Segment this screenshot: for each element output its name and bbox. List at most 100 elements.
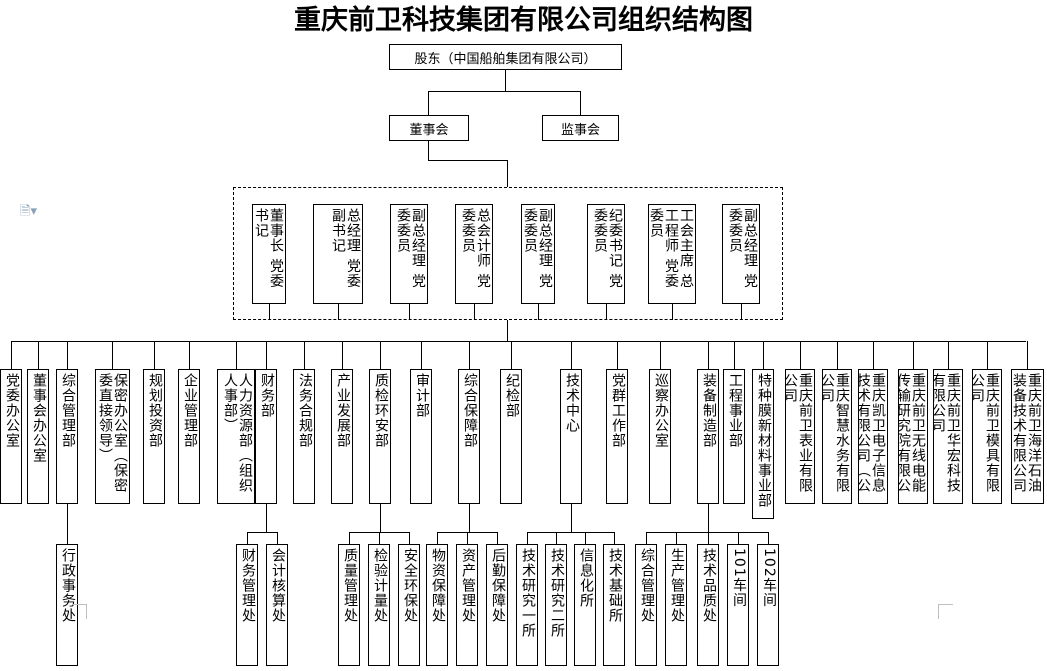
department-box: 质检环安部 bbox=[369, 369, 391, 504]
leader-box-label: 总会计师 党委委员 bbox=[460, 208, 491, 289]
department-box-label: 工程事业部 bbox=[727, 373, 743, 448]
department-box: 人力资源部（组织人事部） bbox=[217, 369, 255, 504]
connector-line bbox=[734, 341, 735, 369]
leader-box: 董事长 党委书记 bbox=[252, 204, 286, 304]
connector-line bbox=[527, 532, 615, 533]
department-box: 重庆前卫华宏科技有限公司 bbox=[933, 369, 963, 504]
document-icon: 🗎▾ bbox=[20, 204, 37, 219]
department-box: 重庆凯卫电子信息技术有限公司（公司托管） bbox=[858, 369, 888, 504]
connector-line bbox=[11, 341, 12, 369]
connector-line bbox=[580, 91, 581, 115]
sub-unit-box-label: 技术研究二所 bbox=[549, 548, 565, 638]
connector-line bbox=[380, 341, 381, 369]
connector-line bbox=[800, 341, 801, 369]
department-box-label: 保密办公室（保密委直接领导） bbox=[97, 373, 128, 493]
sub-unit-box: 技术研究一所 bbox=[516, 544, 538, 666]
department-box-label: 党群工作部 bbox=[610, 373, 626, 448]
connector-line bbox=[154, 341, 155, 369]
connector-line bbox=[676, 532, 677, 544]
leader-box: 总经理 党委副书记 bbox=[313, 204, 363, 304]
department-box-label: 重庆智慧水务有限公司 bbox=[822, 373, 850, 493]
department-box: 装备制造部 bbox=[697, 369, 719, 504]
connector-line bbox=[469, 504, 470, 532]
sub-unit-box-label: 技术品质处 bbox=[701, 548, 717, 623]
department-box: 法务合规部 bbox=[293, 369, 315, 504]
connector-line bbox=[708, 504, 709, 532]
connector-line bbox=[428, 141, 429, 161]
leader-box: 副总经理 党委委员 bbox=[390, 204, 428, 304]
department-box-label: 综合管理部 bbox=[60, 373, 76, 448]
sub-unit-box: 财务管理处 bbox=[236, 544, 258, 666]
sub-unit-box-label: 资产管理处 bbox=[460, 548, 476, 623]
department-box-label: 人力资源部（组织人事部） bbox=[222, 373, 253, 493]
connector-line bbox=[338, 304, 339, 320]
connector-line bbox=[1027, 341, 1028, 369]
leader-box-label: 纪委书记 党委委员 bbox=[592, 208, 623, 289]
sub-unit-box: 安全环保处 bbox=[398, 544, 420, 666]
sub-unit-box-label: 技术研究一所 bbox=[520, 548, 536, 638]
leader-box: 纪委书记 党委委员 bbox=[587, 204, 625, 304]
connector-line bbox=[421, 341, 422, 369]
connector-line bbox=[342, 341, 343, 369]
leader-box-label: 工会主席 总工程师 党委委员 bbox=[648, 208, 694, 289]
connector-line bbox=[67, 520, 68, 544]
connector-line bbox=[38, 341, 39, 369]
sub-unit-box: 102车间 bbox=[757, 544, 779, 666]
sub-unit-box-label: 物资保障处 bbox=[430, 548, 446, 623]
connector-line bbox=[304, 341, 305, 369]
connector-line bbox=[11, 341, 1026, 342]
department-box-label: 巡察办公室 bbox=[653, 373, 669, 448]
department-box-label: 重庆前卫模具有限公司 bbox=[972, 373, 1000, 493]
connector-line bbox=[236, 341, 237, 369]
leader-box-label: 总经理 党委副书记 bbox=[330, 208, 361, 289]
connector-line bbox=[409, 532, 410, 544]
connector-line bbox=[646, 532, 769, 533]
leader-box: 总会计师 党委委员 bbox=[455, 204, 493, 304]
connector-line bbox=[571, 504, 572, 532]
sub-unit-box-label: 质量管理处 bbox=[342, 548, 358, 623]
department-box: 重庆前卫模具有限公司 bbox=[972, 369, 1002, 504]
department-box: 重庆智慧水务有限公司 bbox=[822, 369, 852, 504]
department-box: 工程事业部 bbox=[723, 369, 745, 504]
leader-box: 工会主席 总工程师 党委委员 bbox=[648, 204, 696, 304]
sub-unit-box-label: 会计核算处 bbox=[270, 548, 286, 623]
department-box: 重庆前卫无线电能传输研究院有限公司 bbox=[898, 369, 928, 504]
department-box: 纪检部 bbox=[500, 369, 522, 504]
connector-line bbox=[617, 341, 618, 369]
department-box-label: 重庆前卫海洋石油装备技术有限公司 bbox=[1011, 373, 1042, 493]
connector-line bbox=[349, 532, 350, 544]
connector-line bbox=[266, 504, 267, 532]
board-box: 董事会 bbox=[389, 115, 469, 141]
department-box-label: 重庆前卫无线电能传输研究院有限公司 bbox=[898, 373, 926, 493]
connector-line bbox=[527, 532, 528, 544]
connector-line bbox=[708, 532, 709, 544]
sub-unit-box: 技术研究二所 bbox=[545, 544, 567, 666]
department-box: 综合保障部 bbox=[458, 369, 480, 504]
connector-line bbox=[189, 341, 190, 369]
connector-line bbox=[606, 304, 607, 320]
connector-line bbox=[379, 532, 380, 544]
leader-box-label: 副总经理 党委委员 bbox=[727, 208, 758, 289]
sub-unit-box-label: 财务管理处 bbox=[240, 548, 256, 623]
sub-unit-box-label: 检验计量处 bbox=[372, 548, 388, 623]
connector-line bbox=[660, 341, 661, 369]
sub-unit-box-label: 信息化所 bbox=[578, 548, 594, 608]
department-box-label: 法务合规部 bbox=[297, 373, 313, 448]
connector-line bbox=[380, 504, 381, 532]
connector-line bbox=[538, 304, 539, 320]
leader-box-label: 副总经理 党委委员 bbox=[522, 208, 553, 289]
connector-line bbox=[467, 532, 468, 544]
crop-mark bbox=[72, 604, 87, 619]
department-box: 特种膜新材料事业部 bbox=[752, 369, 774, 519]
department-box-label: 质检环安部 bbox=[373, 373, 389, 448]
connector-line bbox=[768, 532, 769, 544]
department-box: 审计部 bbox=[410, 369, 432, 504]
connector-line bbox=[428, 160, 508, 161]
department-box-label: 综合保障部 bbox=[462, 373, 478, 448]
sub-unit-box: 质量管理处 bbox=[338, 544, 360, 666]
department-box: 党委办公室 bbox=[0, 369, 22, 504]
connector-line bbox=[511, 341, 512, 369]
department-box: 重庆前卫表业有限公司 bbox=[785, 369, 815, 504]
sub-unit-box: 综合管理处 bbox=[635, 544, 657, 666]
department-box-label: 企业管理部 bbox=[182, 373, 198, 448]
